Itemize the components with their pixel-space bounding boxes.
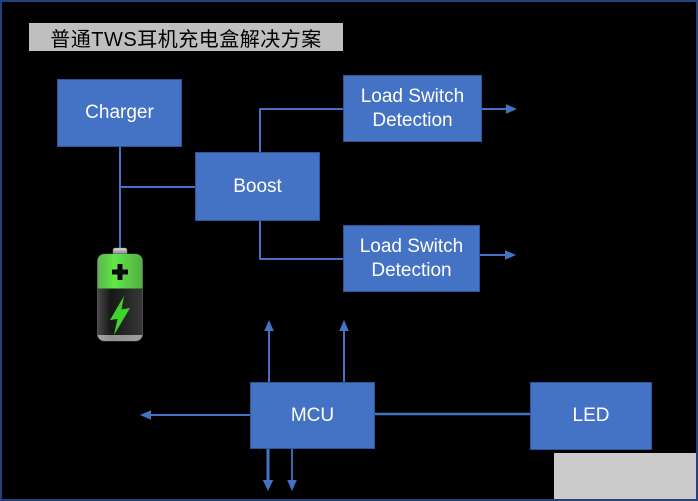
diagram-title-text: 普通TWS耳机充电盒解决方案 [50, 28, 322, 51]
battery-charging-icon-svg [97, 247, 143, 342]
mcu-down-arrowhead-2 [287, 480, 297, 491]
lsd-top-output-arrowhead [506, 104, 517, 114]
block-led-label: LED [572, 405, 610, 427]
block-load-switch-detection-bottom: Load Switch Detection [343, 225, 480, 292]
battery-lightning-bolt [110, 296, 130, 335]
boost-to-lsd-bottom-line [259, 221, 343, 260]
block-mcu: MCU [250, 382, 375, 449]
battery-charging-icon [97, 247, 143, 342]
bottom-right-gray-box [554, 453, 696, 499]
block-lsd-top-label: Load Switch Detection [360, 86, 465, 131]
block-boost: Boost [195, 152, 320, 221]
mcu-up-arrowhead-1 [264, 320, 274, 331]
mcu-up-arrowhead-2 [339, 320, 349, 331]
diagram-title: 普通TWS耳机充电盒解决方案 [29, 23, 343, 51]
block-load-switch-detection-top: Load Switch Detection [343, 75, 482, 142]
block-charger-label: Charger [85, 102, 154, 124]
mcu-down-arrowhead-1 [262, 480, 274, 491]
boost-to-lsd-top-line [259, 108, 343, 152]
block-mcu-label: MCU [290, 404, 335, 426]
block-lsd-bottom-label: Load Switch Detection [359, 236, 464, 281]
mcu-left-output-arrowhead [140, 410, 151, 420]
block-charger: Charger [57, 79, 182, 147]
lsd-bottom-output-arrowhead [505, 250, 516, 260]
block-led: LED [530, 382, 652, 450]
battery-plus-sign [112, 264, 128, 280]
block-boost-label: Boost [233, 175, 282, 197]
